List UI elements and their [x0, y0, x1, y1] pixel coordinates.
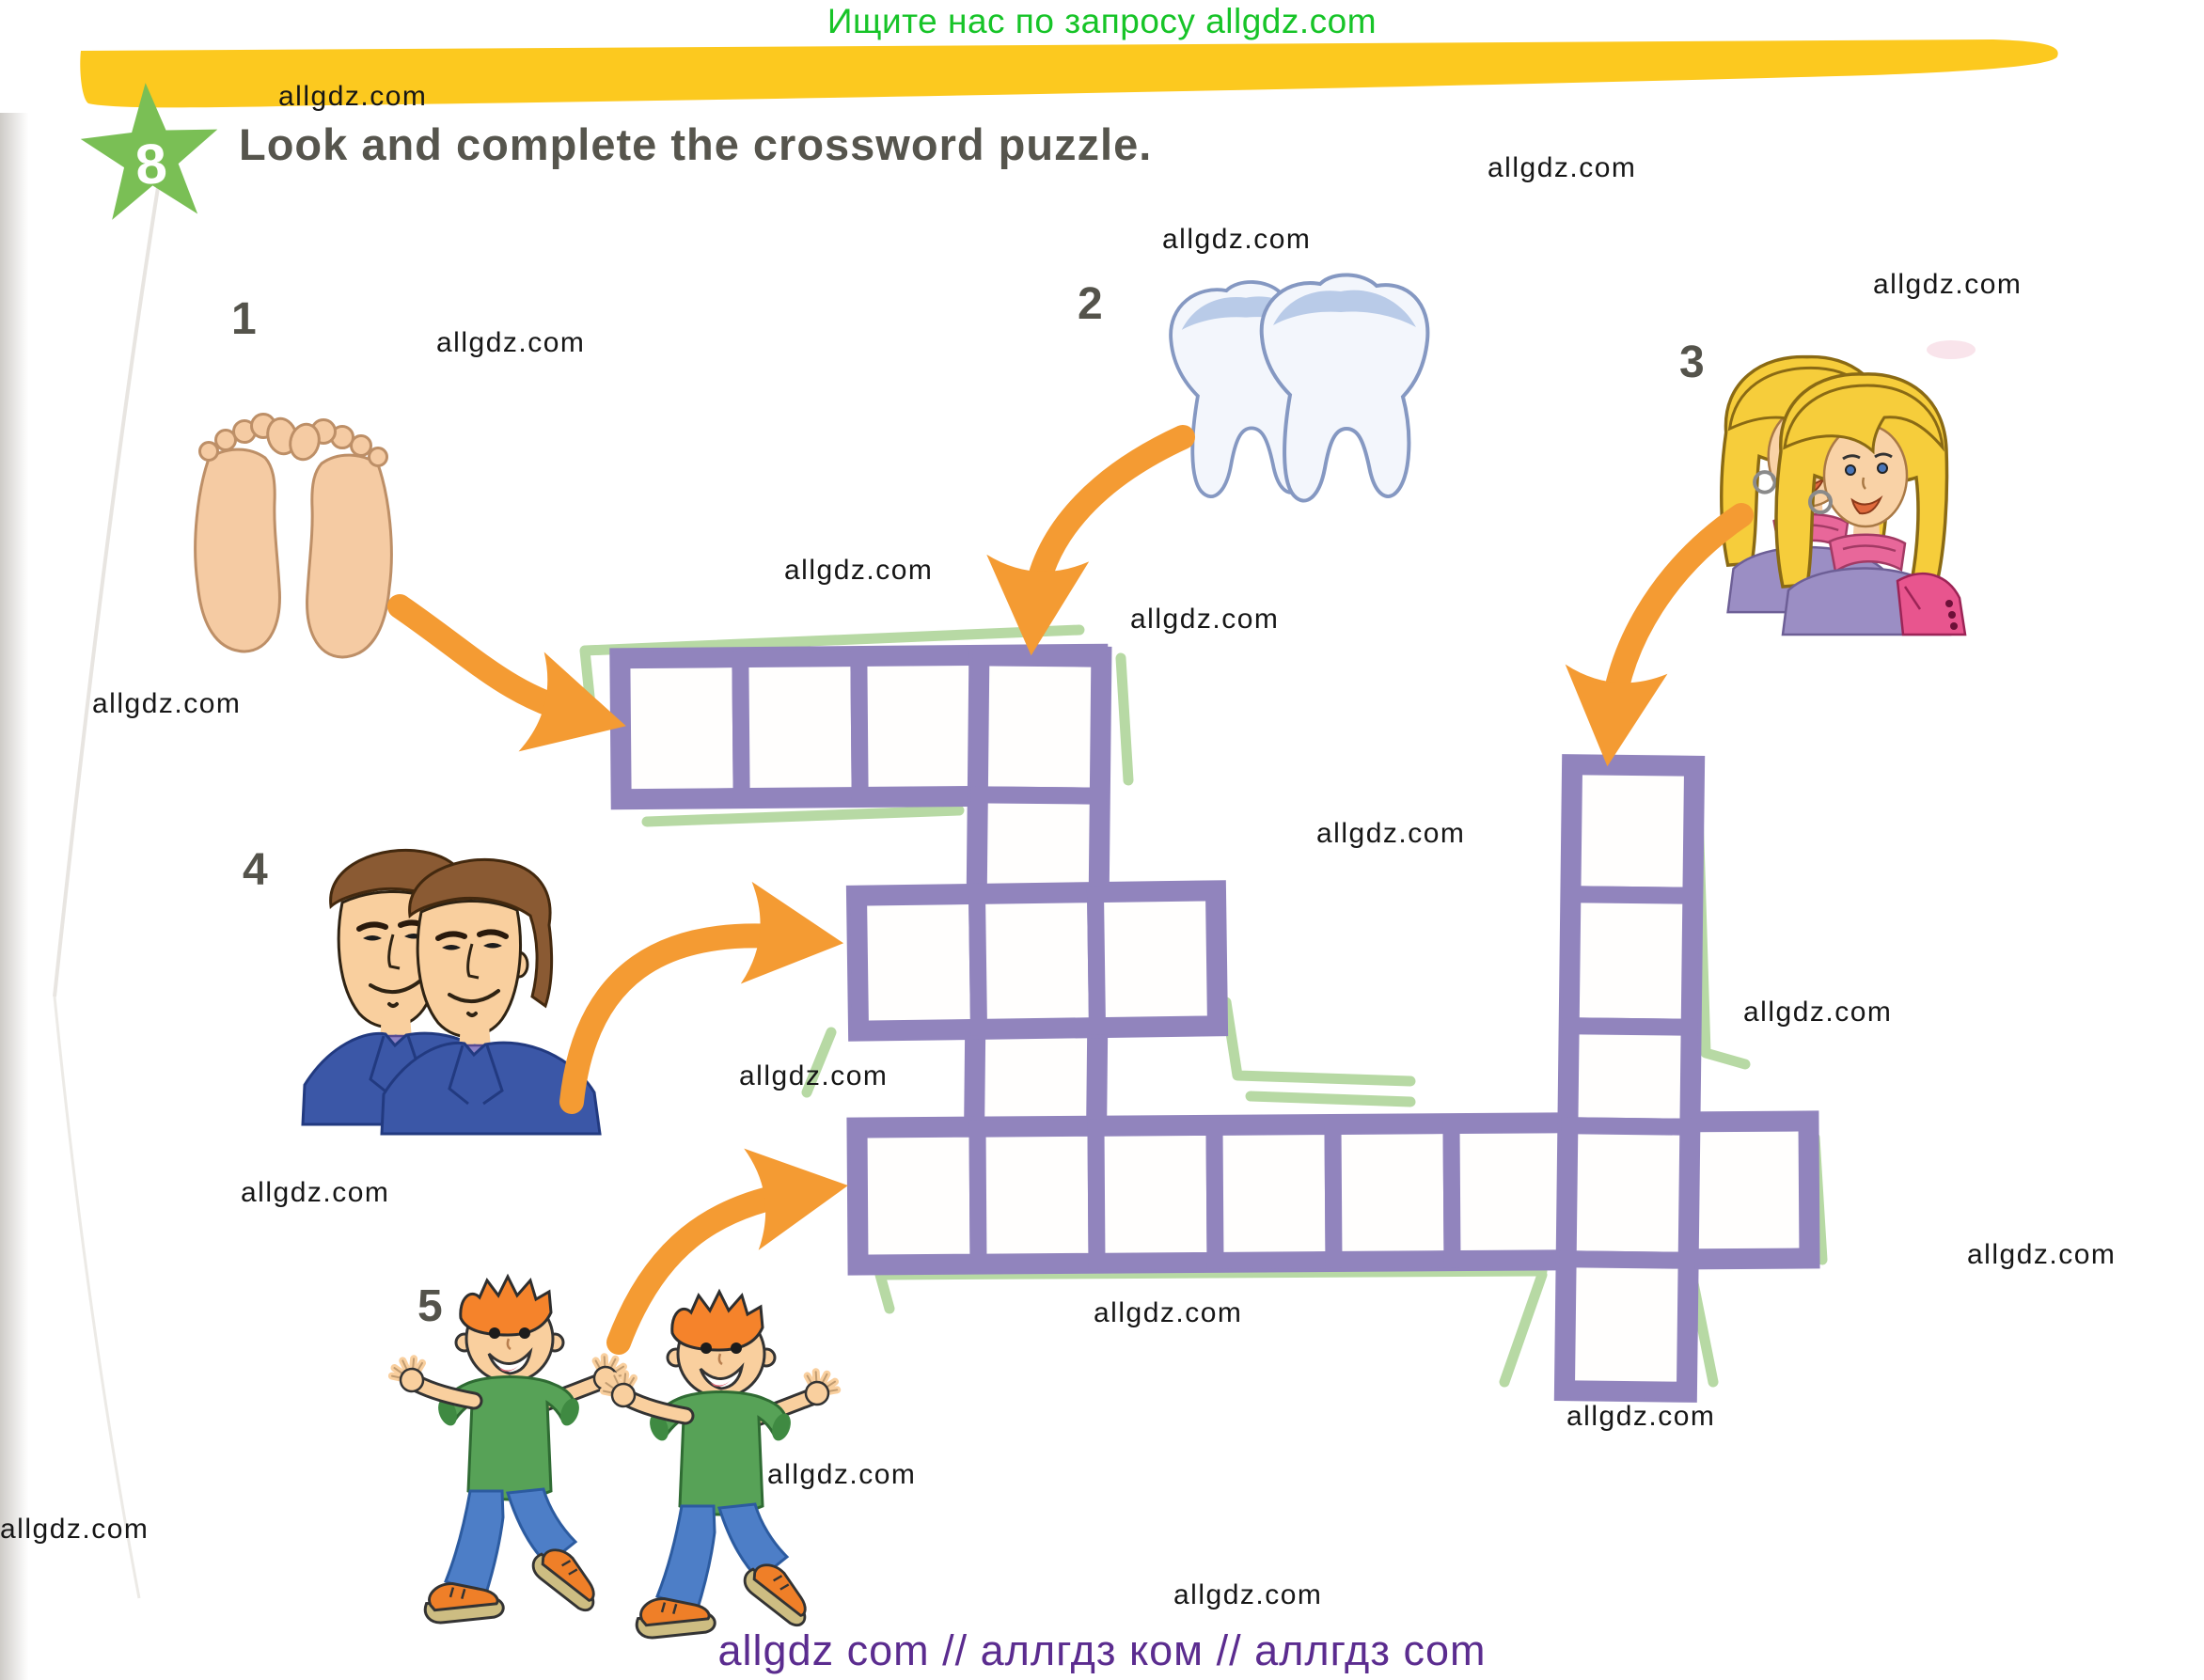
clue-number-2: 2	[1078, 279, 1103, 329]
crossword-cell[interactable]	[1679, 1114, 1817, 1266]
clue-number-4: 4	[243, 845, 268, 895]
page-edge-shadow	[0, 113, 28, 1680]
crossword-cell[interactable]	[1564, 758, 1702, 904]
crossword-cell[interactable]	[1562, 886, 1700, 1036]
crossword-cell[interactable]	[1557, 1250, 1695, 1399]
watermark: allgdz.com	[1130, 604, 1280, 635]
crossword-cell[interactable]	[850, 648, 987, 805]
crossword-cell[interactable]	[1087, 1118, 1224, 1270]
watermark: allgdz.com	[1743, 997, 1893, 1028]
promo-header-text: Ищите нас по запросу allgdz.com	[826, 2, 1378, 40]
teeth-illustration	[1169, 273, 1430, 503]
crossword-cell[interactable]	[1561, 1017, 1698, 1136]
crossword-cell[interactable]	[613, 651, 750, 807]
watermark: allgdz.com	[1173, 1579, 1323, 1610]
exercise-title: Look and complete the crossword puzzle.	[239, 119, 1153, 169]
crossword-word-4-across	[845, 880, 1229, 1042]
yellow-banner	[80, 39, 2058, 108]
watermark: allgdz.com	[436, 327, 586, 358]
crossword-cell[interactable]	[1559, 1117, 1697, 1269]
arrow-men-to-word4	[559, 881, 844, 1114]
paper-crease	[53, 140, 167, 997]
watermark: allgdz.com	[739, 1060, 889, 1091]
crossword-cell[interactable]	[732, 649, 869, 806]
crossword-cell[interactable]	[850, 1120, 987, 1272]
watermark: allgdz.com	[278, 81, 428, 112]
women-illustration	[1719, 354, 1967, 636]
watermark: allgdz.com	[241, 1177, 390, 1208]
watermark: allgdz.com	[1094, 1297, 1243, 1328]
crossword-word-3-down	[1553, 754, 1706, 1403]
watermark: allgdz.com	[1566, 1401, 1716, 1432]
crossword-cell[interactable]	[970, 649, 1109, 805]
feet-illustration	[194, 413, 393, 659]
watermark: allgdz.com	[1967, 1239, 2117, 1270]
watermark: allgdz.com	[92, 688, 242, 719]
crossword-cell[interactable]	[1324, 1117, 1461, 1269]
crossword-cell[interactable]	[1086, 884, 1225, 1035]
clue-number-3: 3	[1679, 338, 1705, 387]
crossword-cell[interactable]	[969, 786, 1107, 904]
watermark: allgdz.com	[1162, 224, 1312, 255]
watermark: allgdz.com	[1316, 818, 1466, 849]
crossword-cell[interactable]	[968, 1119, 1106, 1271]
crossword-cell[interactable]	[968, 886, 1107, 1036]
paper-crease	[53, 996, 141, 1599]
arrow-boys-to-word5	[606, 1148, 848, 1355]
watermark: allgdz.com	[1873, 269, 2023, 300]
footer-site-line: allgdz com // аллгдз ком // аллгдз com	[717, 1626, 1487, 1674]
crossword-cell[interactable]	[1205, 1117, 1343, 1269]
watermark: allgdz.com	[0, 1514, 150, 1545]
watermark: allgdz.com	[1488, 152, 1637, 183]
scan-smudge	[1927, 340, 1976, 359]
clue-number-5: 5	[417, 1281, 443, 1331]
clue-number-1: 1	[231, 294, 257, 344]
arrow-women-to-word3	[1565, 503, 1754, 767]
crossword-cell[interactable]	[1442, 1116, 1580, 1268]
crossword-cell[interactable]	[849, 887, 988, 1038]
arrow-feet-to-word1	[387, 594, 626, 752]
men-illustration	[303, 850, 600, 1134]
crossword-cell[interactable]	[968, 1017, 1105, 1136]
watermark: allgdz.com	[767, 1459, 917, 1490]
crossword-word-5-across	[846, 1110, 1820, 1276]
clue-arrows	[387, 425, 1754, 1355]
arrow-teeth-to-word2	[986, 425, 1195, 656]
watermark: allgdz.com	[784, 555, 934, 586]
